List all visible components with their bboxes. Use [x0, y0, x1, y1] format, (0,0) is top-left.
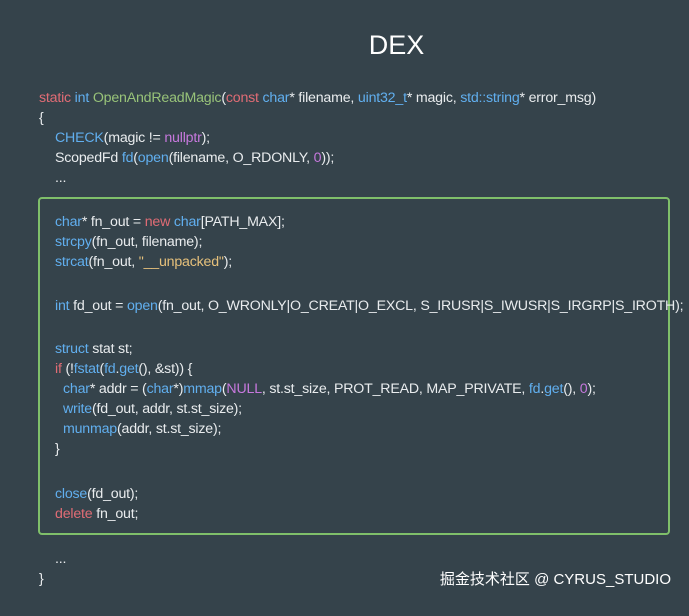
code-line: char* fn_out = new char[PATH_MAX];	[55, 214, 285, 230]
code-line: }	[39, 571, 44, 587]
highlight-box	[38, 197, 670, 535]
code-line: struct stat st;	[55, 341, 133, 357]
code-line: CHECK(magic != nullptr);	[55, 130, 210, 146]
code-line: static int OpenAndReadMagic(const char* …	[39, 90, 596, 106]
code-line: ...	[55, 551, 67, 567]
code-line: }	[55, 441, 60, 457]
slide-title: DEX	[368, 30, 425, 60]
code-line: ...	[55, 170, 67, 186]
code-line: munmap(addr, st.st_size);	[63, 421, 222, 437]
code-line: strcat(fn_out, "__unpacked");	[55, 254, 233, 270]
watermark: 掘金技术社区 @ CYRUS_STUDIO	[439, 571, 671, 588]
code-block: static int OpenAndReadMagic(const char* …	[39, 88, 684, 616]
code-line: write(fd_out, addr, st.st_size);	[63, 401, 242, 417]
code-line: {	[39, 110, 44, 126]
code-line: if (!fstat(fd.get(), &st)) {	[55, 361, 193, 377]
code-line: close(fd_out);	[55, 486, 139, 502]
code-line: int fd_out = open(fn_out, O_WRONLY|O_CRE…	[55, 298, 684, 314]
code-line: strcpy(fn_out, filename);	[55, 234, 203, 250]
code-line: delete fn_out;	[55, 506, 139, 522]
code-line: char* addr = (char*)mmap(NULL, st.st_siz…	[63, 381, 596, 397]
code-line: ScopedFd fd(open(filename, O_RDONLY, 0))…	[55, 150, 335, 166]
